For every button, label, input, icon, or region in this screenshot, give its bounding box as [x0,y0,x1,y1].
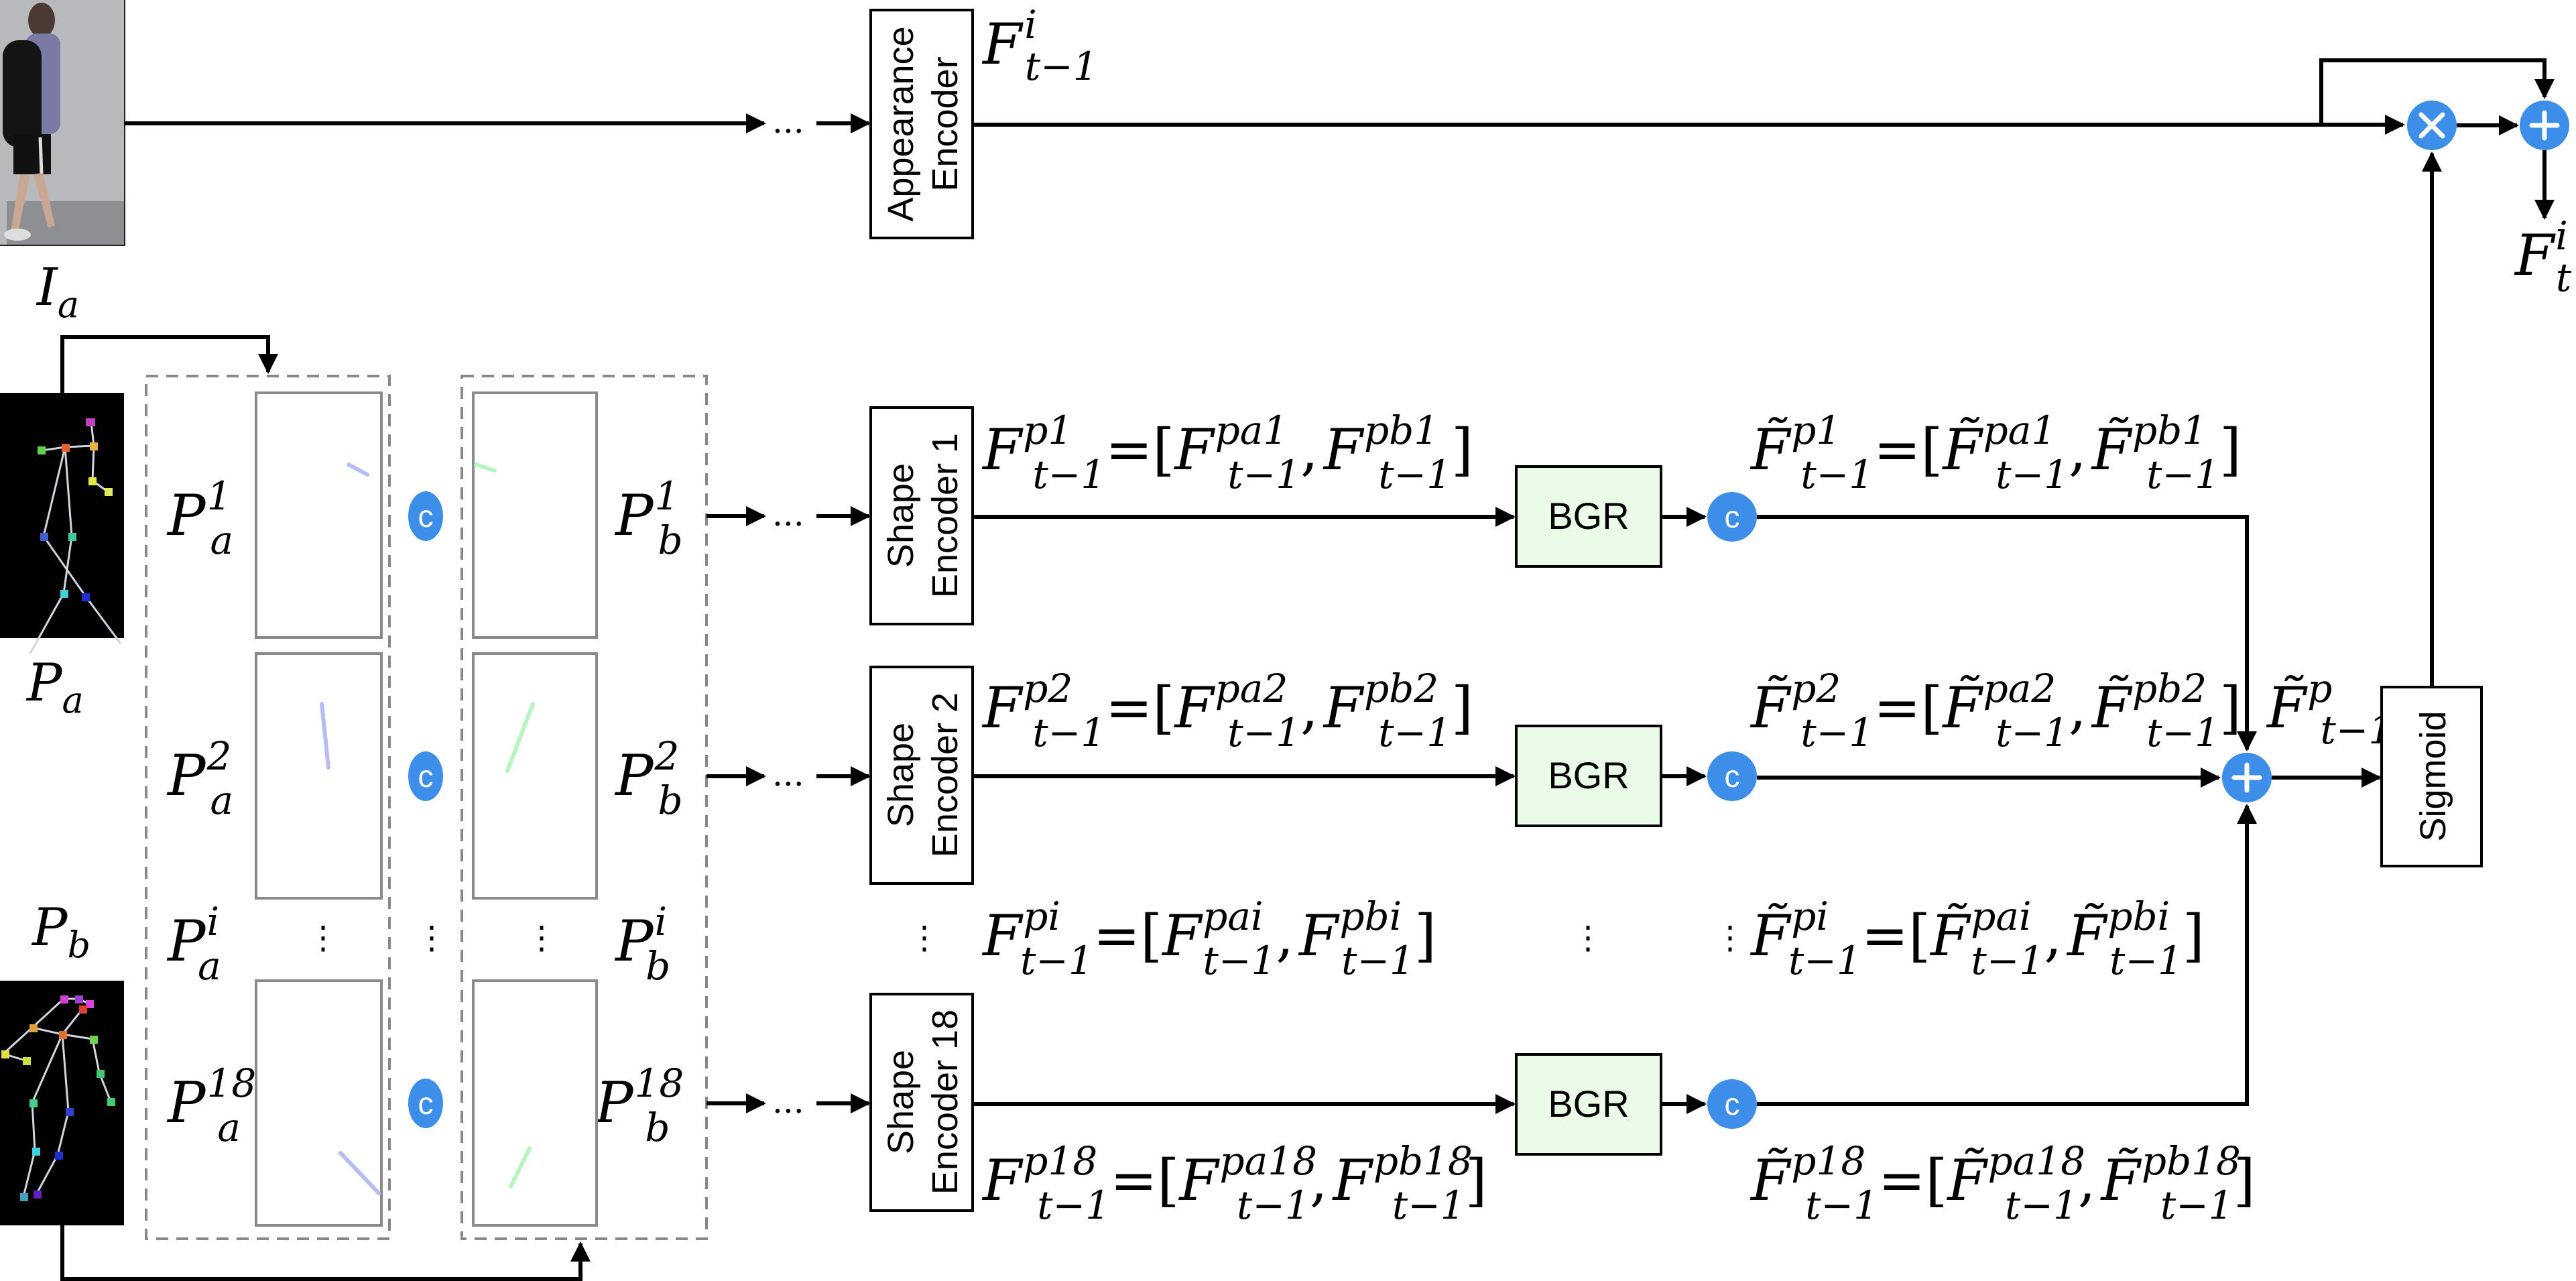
concat-ellipsis: ⋮ [416,919,448,957]
svg-text:Sigmoid: Sigmoid [2413,711,2453,841]
row-ellipsis: ... [772,1082,804,1121]
limb-segment-a [347,463,369,477]
concat-icon: c [1707,492,1757,542]
svg-text:Encoder 1: Encoder 1 [925,433,965,598]
svg-text:BGR: BGR [1548,1083,1629,1125]
svg-text:Encoder 2: Encoder 2 [925,692,965,857]
multiply-operator [2407,101,2457,150]
patch-a-ellipsis: ⋮ [307,919,339,957]
bgr-block: BGR [1515,465,1662,568]
row1-to-sum-line [1757,515,2257,751]
sigmoid-block: Sigmoid [2380,686,2483,867]
pose-b-patch [472,391,598,639]
bgr-row-ellipsis: ⋮ [1572,919,1604,957]
bgr-block: BGR [1515,725,1662,827]
row-ellipsis: ... [772,495,804,534]
svg-text:c: c [1725,759,1740,794]
limb-segment-a [339,1151,381,1195]
svg-text:Encoder: Encoder [925,56,965,191]
limb-segment-a [320,702,330,770]
pose-a-patch [255,652,383,900]
row-ellipsis: ... [772,755,804,794]
svg-text:c: c [418,1086,434,1121]
pose-a-patch [255,391,383,639]
svg-text:Encoder 18: Encoder 18 [925,1010,965,1195]
pose-b-label: Pb [31,898,90,966]
residual-skip-line [2319,58,2555,125]
pose-a-label: Pa [25,653,84,721]
sum-operator [2222,753,2272,802]
pose-a-patch [255,979,383,1227]
concat-icon: c [408,751,443,801]
pose-a-skeleton-image [0,393,124,654]
row18-to-sum-line [1757,804,2257,1106]
concat-icon: c [408,1079,443,1128]
svg-text:c: c [418,759,434,794]
encoder-row-ellipsis-left: ⋮ [908,919,940,957]
appearance-ellipsis: ... [772,102,804,141]
pose-b-patch [472,979,598,1227]
svg-text:Shape: Shape [881,1050,921,1154]
appearance-image-label: Ia [36,257,79,326]
patch-b-ellipsis: ⋮ [526,919,558,957]
svg-text:BGR: BGR [1548,495,1629,537]
svg-text:c: c [1725,499,1740,534]
svg-text:BGR: BGR [1548,754,1629,796]
pose-b-to-patches-connector [60,1225,591,1281]
limb-segment-b [509,1146,532,1188]
concat-icon: c [1707,751,1757,801]
limb-segment-b [474,463,497,473]
svg-text:c: c [418,499,434,534]
bgr-block: BGR [1515,1053,1662,1156]
pose-a-to-patches-connector [60,335,278,393]
limb-segment-b [505,702,535,773]
pose-b-skeleton-image [0,981,124,1225]
svg-text:Shape: Shape [881,463,921,568]
concat-icon: c [408,491,443,541]
add-operator-output [2520,101,2569,150]
svg-text:Appearance: Appearance [881,26,921,221]
tilde-row-ellipsis: ⋮ [1714,919,1746,957]
svg-text:Shape: Shape [881,723,921,827]
pose-a-patch-group [145,375,391,1240]
pose-b-patch [472,652,598,900]
appearance-encoder: Appearance Encoder [869,9,974,239]
concat-icon: c [1707,1079,1757,1129]
svg-text:c: c [1725,1087,1740,1121]
appearance-image [0,0,125,246]
pose-b-patch-group [461,375,708,1240]
